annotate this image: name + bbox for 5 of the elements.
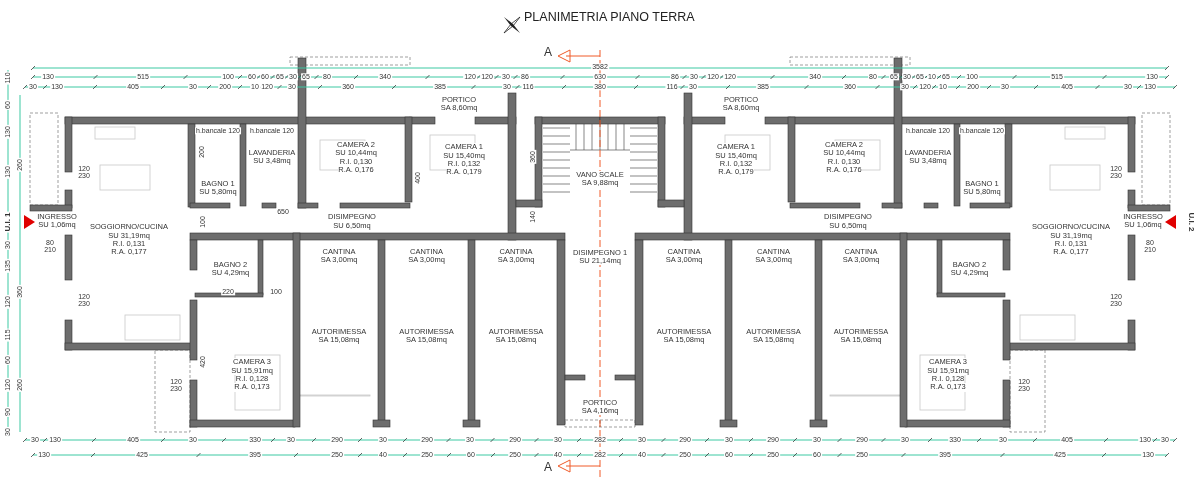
unit-label: U.I. 2 — [1186, 211, 1196, 233]
plan-title: PLANIMETRIA PIANO TERRA — [524, 10, 695, 24]
section-label: A — [543, 45, 553, 59]
section-label: A — [543, 460, 553, 474]
unit-label: U.I. 1 — [3, 211, 13, 233]
